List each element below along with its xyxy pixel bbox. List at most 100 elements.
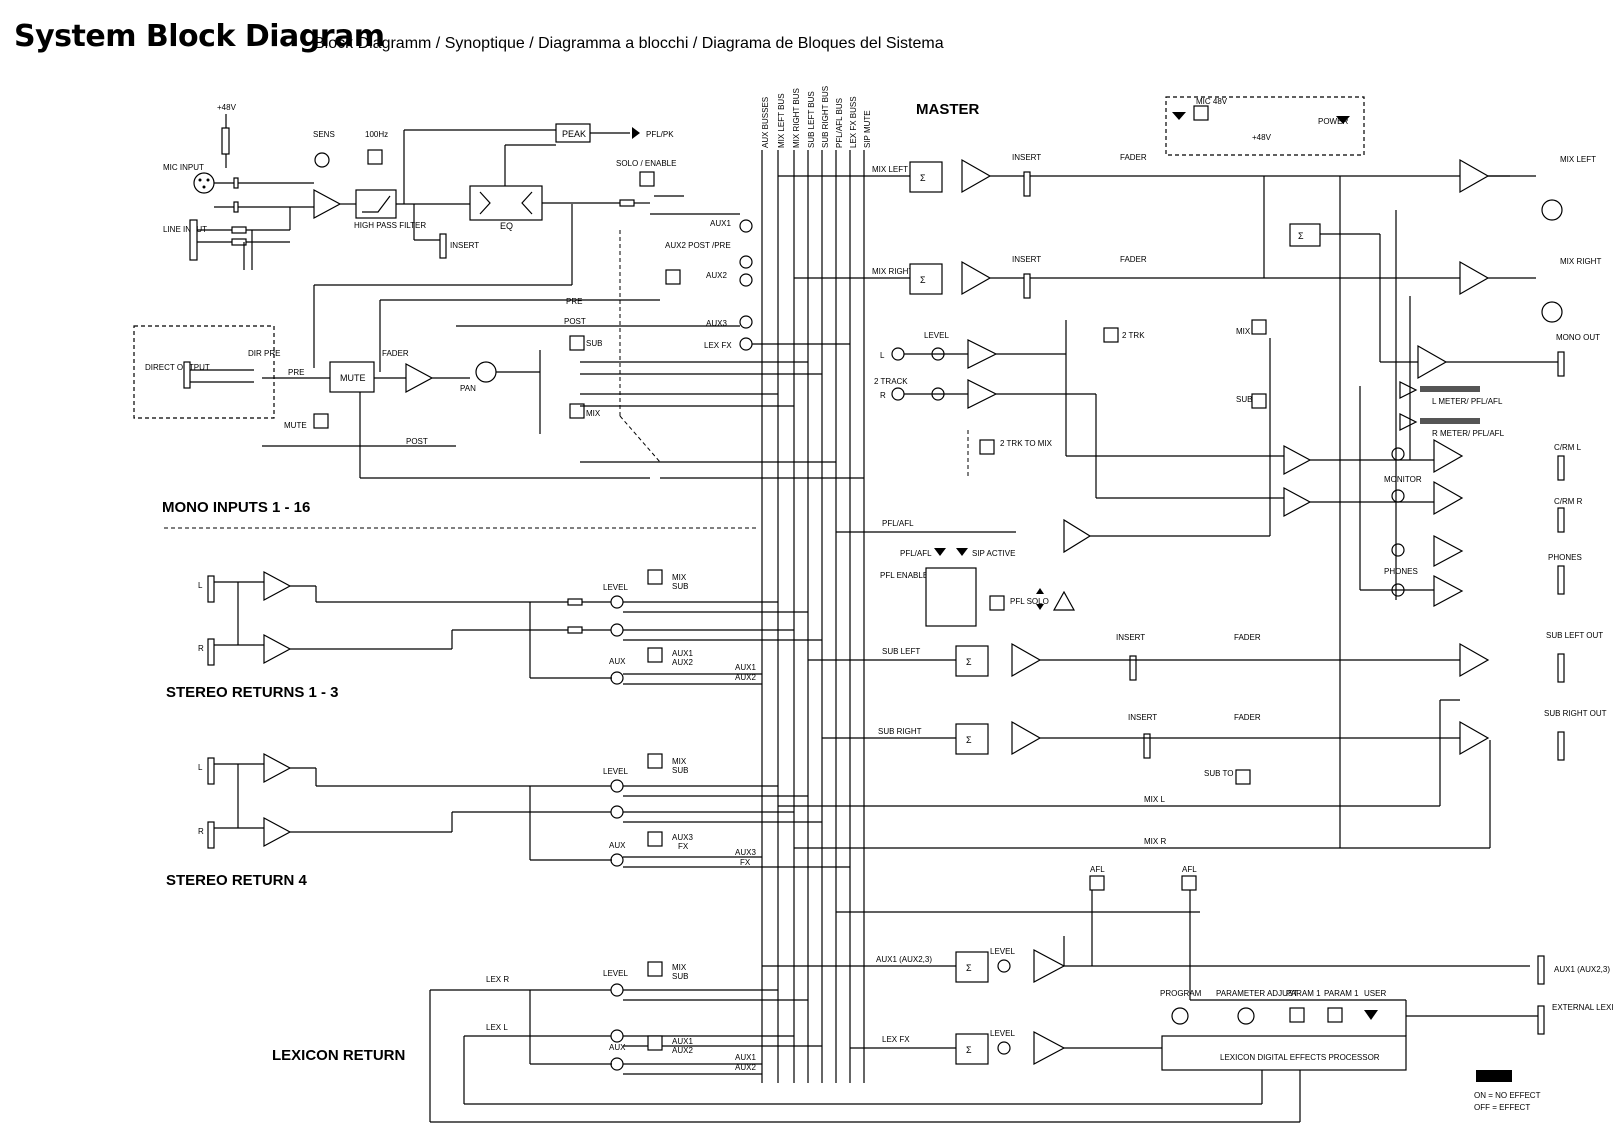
sr4-l-amplifier xyxy=(263,752,292,784)
stereo-return-4: L R LEVEL MIX SUB AUX AUX3 FX AUX3 FX xyxy=(198,752,850,868)
sr13-r-amplifier xyxy=(263,633,292,665)
two-track-l-rca-icon xyxy=(891,347,905,361)
mix-right-amplifier xyxy=(961,260,992,296)
l-meter-bar xyxy=(1420,386,1480,392)
monitor-knob[interactable] xyxy=(1391,447,1405,461)
sr13-aux1-label: AUX1 xyxy=(672,649,693,658)
dir-pre-label: DIR PRE xyxy=(248,349,280,358)
sub-button[interactable] xyxy=(569,335,585,351)
pfl-solo-button[interactable] xyxy=(989,595,1005,611)
sr13-l-amplifier xyxy=(263,570,292,602)
lex-sub-label: SUB xyxy=(672,972,688,981)
lex-aux1-label: AUX1 xyxy=(672,1037,693,1046)
sub-right-bus-label: SUB RIGHT xyxy=(878,727,922,736)
aux1-level-knob[interactable] xyxy=(997,959,1011,973)
direct-out-jack-icon xyxy=(183,361,191,389)
pfl-enable-box xyxy=(925,567,977,627)
sr13-level-r-knob[interactable] xyxy=(610,623,624,637)
mix-select-button[interactable] xyxy=(1251,319,1267,335)
sr4-aux-knob[interactable] xyxy=(610,853,624,867)
mono-out-label: MONO OUT xyxy=(1556,333,1600,342)
two-trk-button[interactable] xyxy=(1103,327,1119,343)
mix-right-out-label: MIX RIGHT xyxy=(1560,257,1601,266)
sub-select-button[interactable] xyxy=(1251,393,1267,409)
page-subtitle: Block Diagramm / Synoptique / Diagramma … xyxy=(314,35,944,52)
sr13-aux-knob[interactable] xyxy=(610,671,624,685)
pan-knob-icon[interactable] xyxy=(475,361,497,383)
lex-fx-knob-icon[interactable] xyxy=(739,337,753,351)
aux2-knob-icon[interactable] xyxy=(739,255,753,269)
sr4-mix-sub-button[interactable] xyxy=(647,753,663,769)
sr13-aux2-label: AUX2 xyxy=(672,658,693,667)
sub-right-amplifier xyxy=(1011,720,1042,756)
channel-amplifier xyxy=(405,362,434,394)
lex-level-r-knob[interactable] xyxy=(610,983,624,997)
sub-right-out-amplifier xyxy=(1459,720,1490,756)
mix-button[interactable] xyxy=(569,403,585,419)
sub-left-insert-jack xyxy=(1129,655,1137,681)
program-knob[interactable] xyxy=(1171,1007,1189,1025)
sub-to-mix-button[interactable] xyxy=(1235,769,1251,785)
phones-out-label: PHONES xyxy=(1548,553,1582,562)
sr13-l-jack-icon xyxy=(207,575,215,603)
pfl-pk-led-icon xyxy=(632,127,640,139)
lex-aux-knob[interactable] xyxy=(610,1057,624,1071)
sens-knob-icon[interactable] xyxy=(314,152,330,168)
insert-label: INSERT xyxy=(450,241,479,250)
lex-aux-button[interactable] xyxy=(647,1035,663,1051)
solo-enable-button[interactable] xyxy=(639,171,655,187)
param1-button[interactable] xyxy=(1289,1007,1305,1023)
mix-left-insert-label: INSERT xyxy=(1012,153,1041,162)
lex-level-l-knob[interactable] xyxy=(610,1029,624,1043)
two-trk-to-mix-button[interactable] xyxy=(979,439,995,455)
sr4-r-label: R xyxy=(198,827,204,836)
svg-text:Σ: Σ xyxy=(920,275,926,285)
afl-2-label: AFL xyxy=(1182,865,1197,874)
lex-aux2-label: AUX2 xyxy=(672,1046,693,1055)
lex-fx-level-knob[interactable] xyxy=(997,1041,1011,1055)
crm-l-jack xyxy=(1557,455,1565,481)
parameter-adjust-knob[interactable] xyxy=(1237,1007,1255,1025)
jack-plug-icon xyxy=(1476,1070,1512,1082)
sr4-level-r-knob[interactable] xyxy=(610,805,624,819)
mono-out-amplifier xyxy=(1417,344,1448,380)
mute-button[interactable] xyxy=(313,413,329,429)
sr4-mix-label: MIX xyxy=(672,757,687,766)
lex-aux-label: AUX xyxy=(609,1043,626,1052)
afl-1-button[interactable] xyxy=(1089,875,1105,891)
aux2-post-pre-button[interactable] xyxy=(665,269,681,285)
param1b-button[interactable] xyxy=(1327,1007,1343,1023)
crm-l-label: C/RM L xyxy=(1554,443,1582,452)
sub-chains: SUB LEFT Σ INSERT FADER SUB LEFT OUT SUB… xyxy=(778,631,1607,849)
monitor-section: L METER/ PFL/AFL R METER/ PFL/AFL C/RM L… xyxy=(1283,381,1583,608)
phones-r-amplifier xyxy=(1433,574,1464,608)
param1b-label: PARAM 1 xyxy=(1324,989,1359,998)
hpf-switch-button[interactable] xyxy=(367,149,383,165)
mic48v-button[interactable] xyxy=(1193,105,1209,121)
peak-label: PEAK xyxy=(562,129,586,139)
aux3-knob-icon[interactable] xyxy=(739,315,753,329)
sr13-level-l-knob[interactable] xyxy=(610,595,624,609)
sub-left-insert-label: INSERT xyxy=(1116,633,1145,642)
svg-text:Σ: Σ xyxy=(966,963,972,973)
sr13-aux1-bus-label: AUX1 xyxy=(735,663,756,672)
aux1-knob-icon[interactable] xyxy=(739,219,753,233)
r-meter-label: R METER/ PFL/AFL xyxy=(1432,429,1505,438)
sr13-r-label: R xyxy=(198,644,204,653)
lex-mix-sub-button[interactable] xyxy=(647,961,663,977)
two-trk-label: 2 TRK xyxy=(1122,331,1145,340)
line-input-label: LINE INPUT xyxy=(163,225,207,234)
sr13-aux-button[interactable] xyxy=(647,647,663,663)
master-wiring xyxy=(967,175,1538,1036)
afl-2-button[interactable] xyxy=(1181,875,1197,891)
phones-knob[interactable] xyxy=(1391,543,1405,557)
mute-box xyxy=(329,361,375,393)
aux1-out-jack xyxy=(1537,955,1545,985)
sr4-aux-button[interactable] xyxy=(647,831,663,847)
xlr-mic-input-icon xyxy=(193,172,215,194)
sr13-mix-sub-button[interactable] xyxy=(647,569,663,585)
bus-label-sip-mute: SIP MUTE xyxy=(863,110,872,148)
bus-lines xyxy=(761,150,865,1083)
sr4-level-l-knob[interactable] xyxy=(610,779,624,793)
line-jack-icon xyxy=(189,219,198,261)
